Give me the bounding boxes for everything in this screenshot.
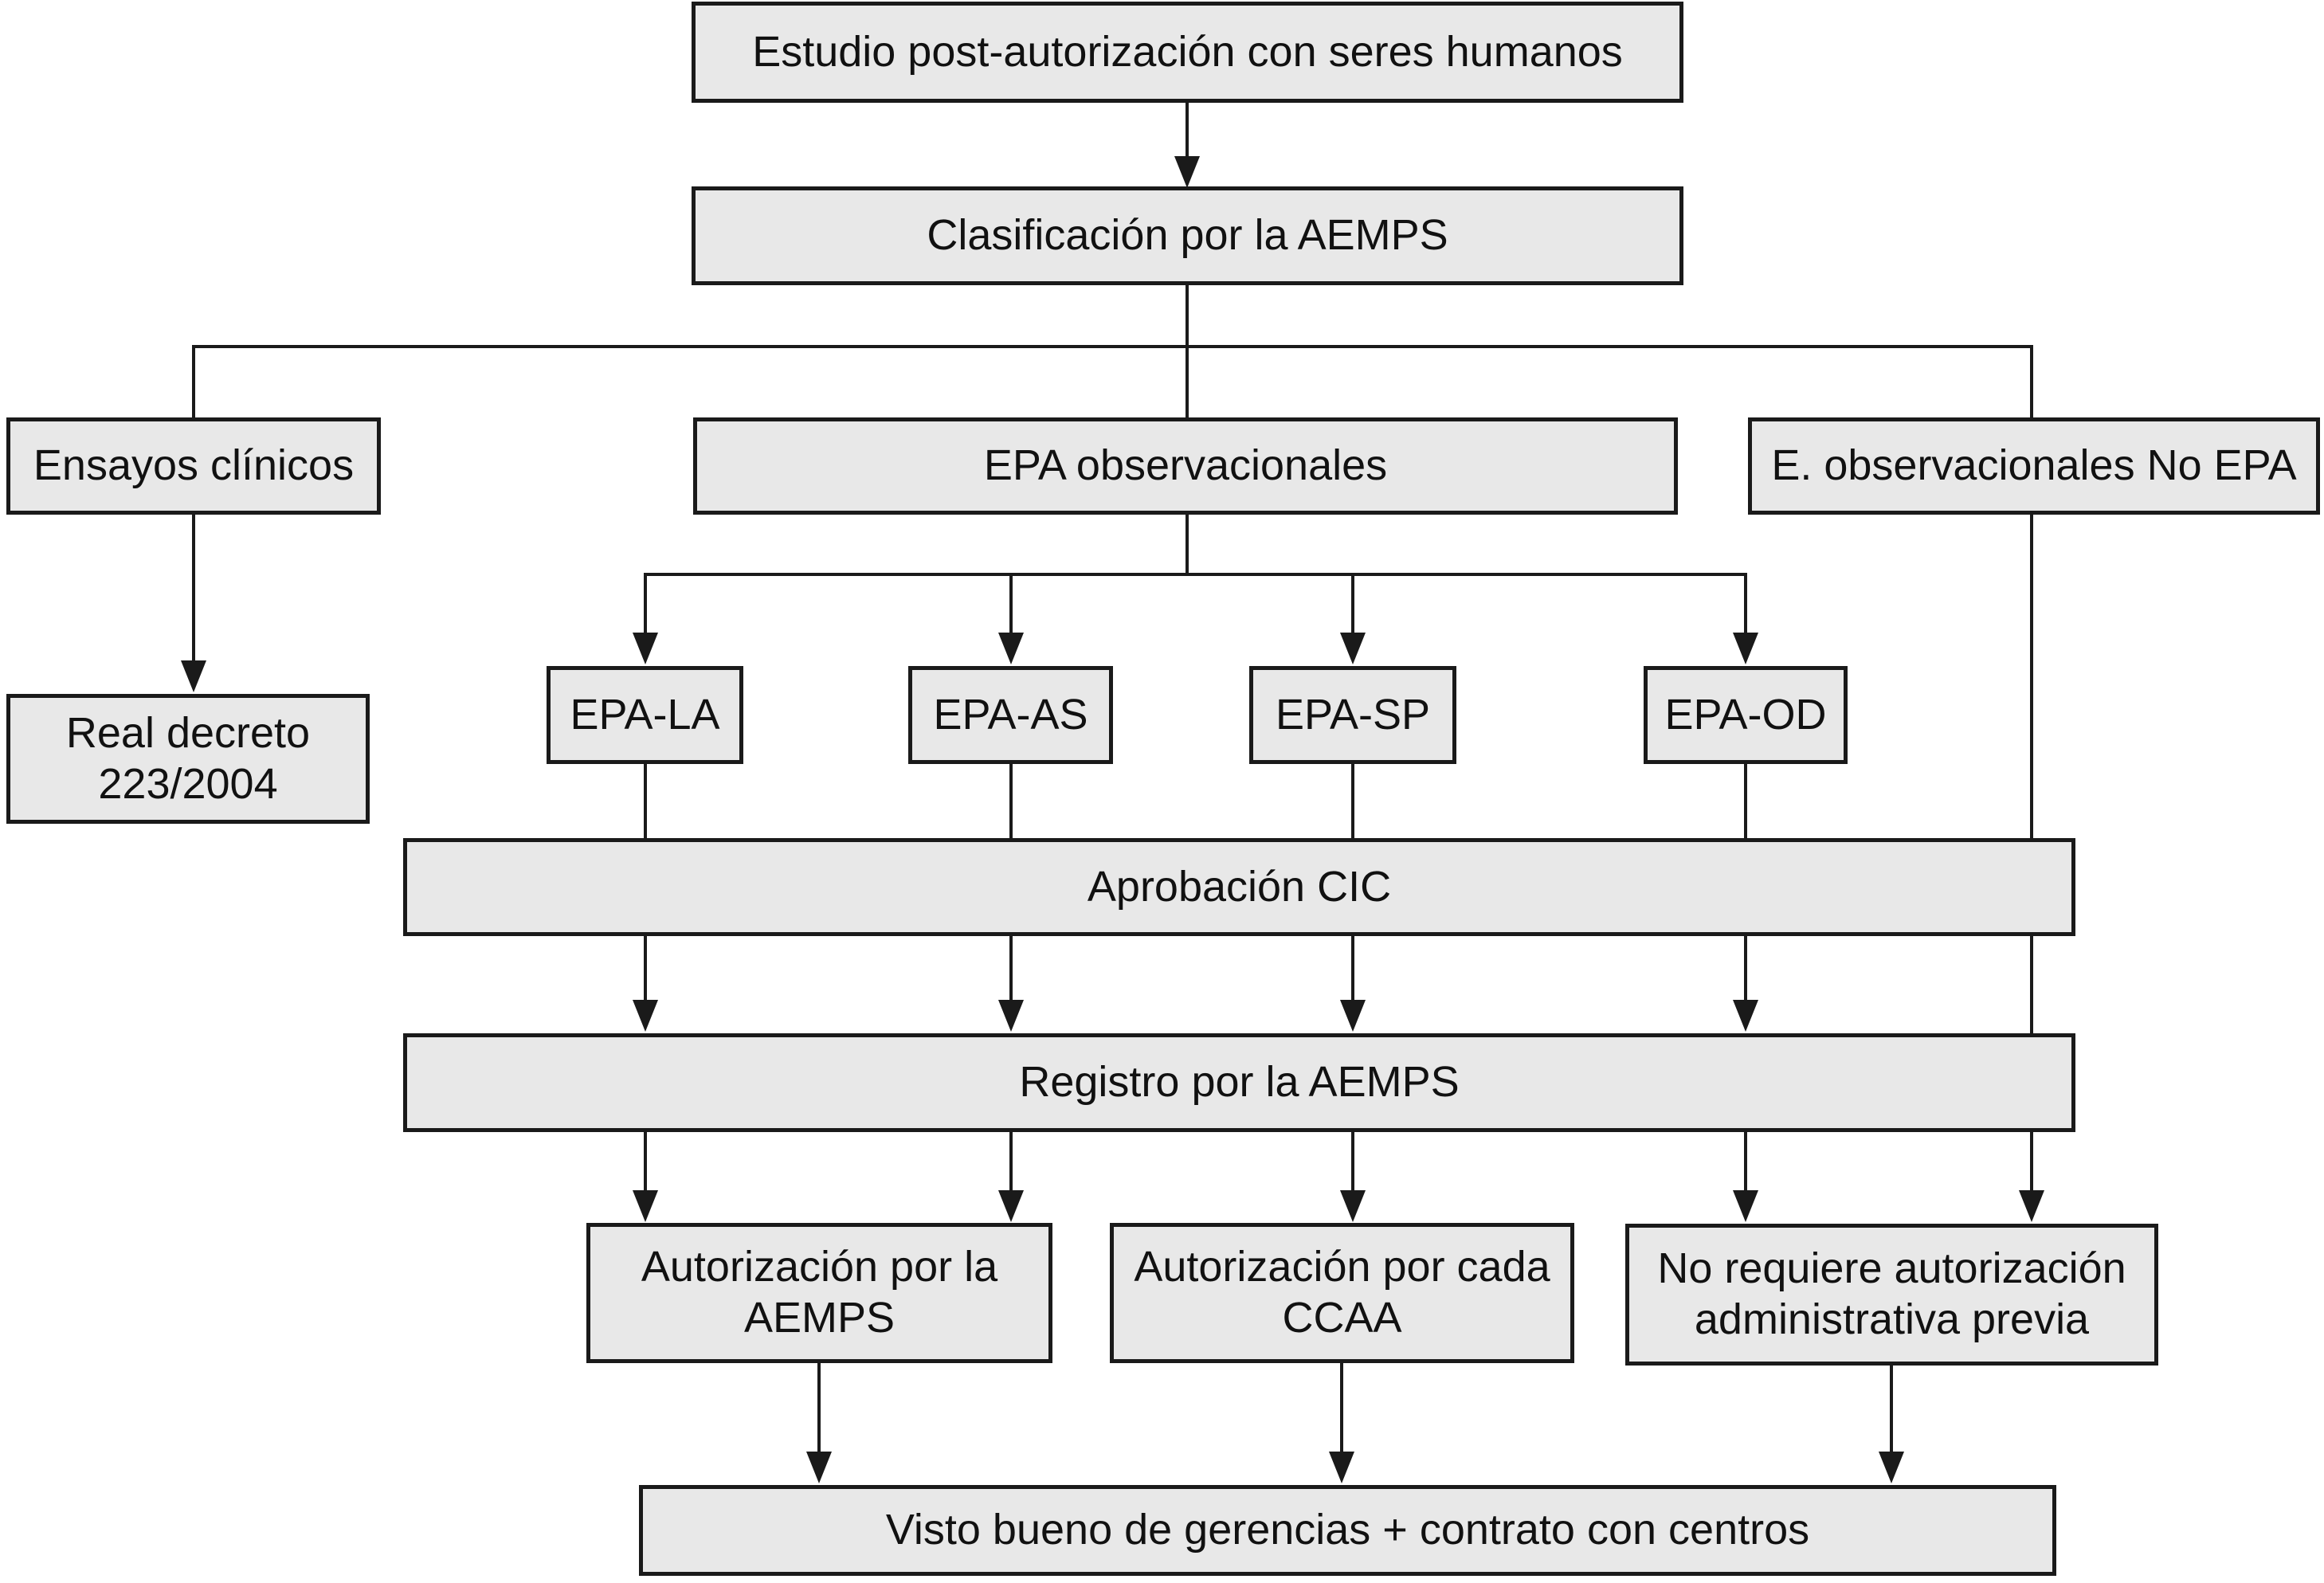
node-estudio-label: Estudio post-autorización con seres huma…: [752, 27, 1623, 76]
connector-registro-aut-aemps-2: [1009, 1132, 1013, 1190]
node-observacionales-no-epa: E. observacionales No EPA: [1748, 417, 2320, 515]
node-epa-observacionales: EPA observacionales: [693, 417, 1678, 515]
arrow-head-down-icon: [1329, 1452, 1354, 1483]
node-epa-od: EPA-OD: [1644, 666, 1848, 764]
connector-bus-row3: [192, 345, 2033, 348]
arrow-head-down-icon: [633, 1190, 658, 1222]
connector-bus2-epa-od: [1744, 573, 1747, 634]
connector-epa-sp-cic: [1351, 764, 1354, 838]
arrow-head-down-icon: [1879, 1452, 1904, 1483]
connector-cic-registro-2: [1009, 936, 1013, 1000]
node-epa-observacionales-label: EPA observacionales: [983, 441, 1388, 490]
arrow-head-down-icon: [1340, 1000, 1366, 1032]
arrow-head-down-icon: [633, 1000, 658, 1032]
connector-epa-as-cic: [1009, 764, 1013, 838]
connector-bus-epa-observacionales: [1186, 345, 1189, 417]
connector-estudio-clasificacion: [1186, 103, 1189, 158]
arrow-head-down-icon: [998, 1000, 1024, 1032]
arrow-head-down-icon: [998, 1190, 1024, 1222]
connector-epa-obs-bus2: [1186, 515, 1189, 576]
connector-ensayos-real-decreto: [192, 515, 195, 662]
connector-cic-registro-3: [1351, 936, 1354, 1000]
node-aprobacion-cic: Aprobación CIC: [403, 838, 2075, 936]
node-epa-as: EPA-AS: [908, 666, 1113, 764]
arrow-head-down-icon: [633, 633, 658, 664]
connector-epa-od-cic: [1744, 764, 1747, 838]
connector-no-epa-between-boxes: [2030, 936, 2033, 1033]
node-ensayos-clinicos: Ensayos clínicos: [6, 417, 381, 515]
connector-bus-ensayos: [192, 345, 195, 417]
node-real-decreto: Real decreto 223/2004: [6, 694, 370, 824]
arrow-head-down-icon: [1340, 633, 1366, 664]
arrow-head-down-icon: [1733, 1190, 1758, 1222]
arrow-head-down-icon: [806, 1452, 832, 1483]
arrow-head-down-icon: [1733, 1000, 1758, 1032]
node-visto-bueno: Visto bueno de gerencias + contrato con …: [639, 1485, 2056, 1576]
connector-registro-aut-ccaa: [1351, 1132, 1354, 1190]
node-autorizacion-aemps-label: Autorización por la AEMPS: [641, 1243, 998, 1342]
arrow-head-down-icon: [1174, 156, 1200, 188]
node-clasificacion-aemps: Clasificación por la AEMPS: [692, 186, 1683, 285]
node-clasificacion-label: Clasificación por la AEMPS: [927, 211, 1448, 260]
connector-epa-la-cic: [644, 764, 647, 838]
node-epa-od-label: EPA-OD: [1664, 690, 1827, 739]
connector-aut-ccaa-visto: [1340, 1363, 1343, 1452]
connector-registro-no-requiere: [1744, 1132, 1747, 1190]
connector-cic-registro-1: [644, 936, 647, 1000]
node-no-requiere-autorizacion: No requiere autorización administrativa …: [1625, 1224, 2158, 1366]
connector-bus-no-epa: [2030, 345, 2033, 417]
node-epa-la: EPA-LA: [547, 666, 743, 764]
connector-bus2-epa-sp: [1351, 573, 1354, 634]
connector-no-epa-down: [2030, 515, 2033, 838]
arrow-head-down-icon: [1733, 633, 1758, 664]
node-autorizacion-ccaa: Autorización por cada CCAA: [1110, 1223, 1574, 1363]
node-no-epa-label: E. observacionales No EPA: [1771, 441, 2297, 490]
arrow-head-down-icon: [2019, 1190, 2044, 1222]
connector-bus2-epa-as: [1009, 573, 1013, 634]
arrow-head-down-icon: [1340, 1190, 1366, 1222]
node-epa-sp: EPA-SP: [1249, 666, 1456, 764]
node-real-decreto-label: Real decreto 223/2004: [65, 708, 311, 808]
arrow-head-down-icon: [998, 633, 1024, 664]
node-epa-la-label: EPA-LA: [570, 690, 720, 739]
connector-registro-aut-aemps-1: [644, 1132, 647, 1190]
node-estudio-post-autorizacion: Estudio post-autorización con seres huma…: [692, 2, 1683, 103]
node-epa-as-label: EPA-AS: [933, 690, 1088, 739]
connector-bus2-epa-la: [644, 573, 647, 634]
arrow-head-down-icon: [181, 660, 206, 692]
node-aprobacion-cic-label: Aprobación CIC: [1087, 862, 1392, 911]
node-no-requiere-label: No requiere autorización administrativa …: [1657, 1244, 2126, 1343]
node-epa-sp-label: EPA-SP: [1275, 690, 1431, 739]
node-registro-label: Registro por la AEMPS: [1019, 1058, 1460, 1107]
node-visto-bueno-label: Visto bueno de gerencias + contrato con …: [885, 1506, 1810, 1554]
connector-bus-epa-types: [644, 573, 1747, 576]
connector-no-requiere-visto: [1890, 1366, 1893, 1452]
connector-cic-registro-4: [1744, 936, 1747, 1000]
connector-no-epa-no-requiere: [2030, 1132, 2033, 1190]
node-ensayos-label: Ensayos clínicos: [33, 441, 355, 490]
node-registro-aemps: Registro por la AEMPS: [403, 1033, 2075, 1132]
connector-aut-aemps-visto: [817, 1363, 821, 1452]
node-autorizacion-aemps: Autorización por la AEMPS: [586, 1223, 1052, 1363]
connector-clasificacion-bus: [1186, 285, 1189, 348]
node-autorizacion-ccaa-label: Autorización por cada CCAA: [1134, 1243, 1550, 1342]
